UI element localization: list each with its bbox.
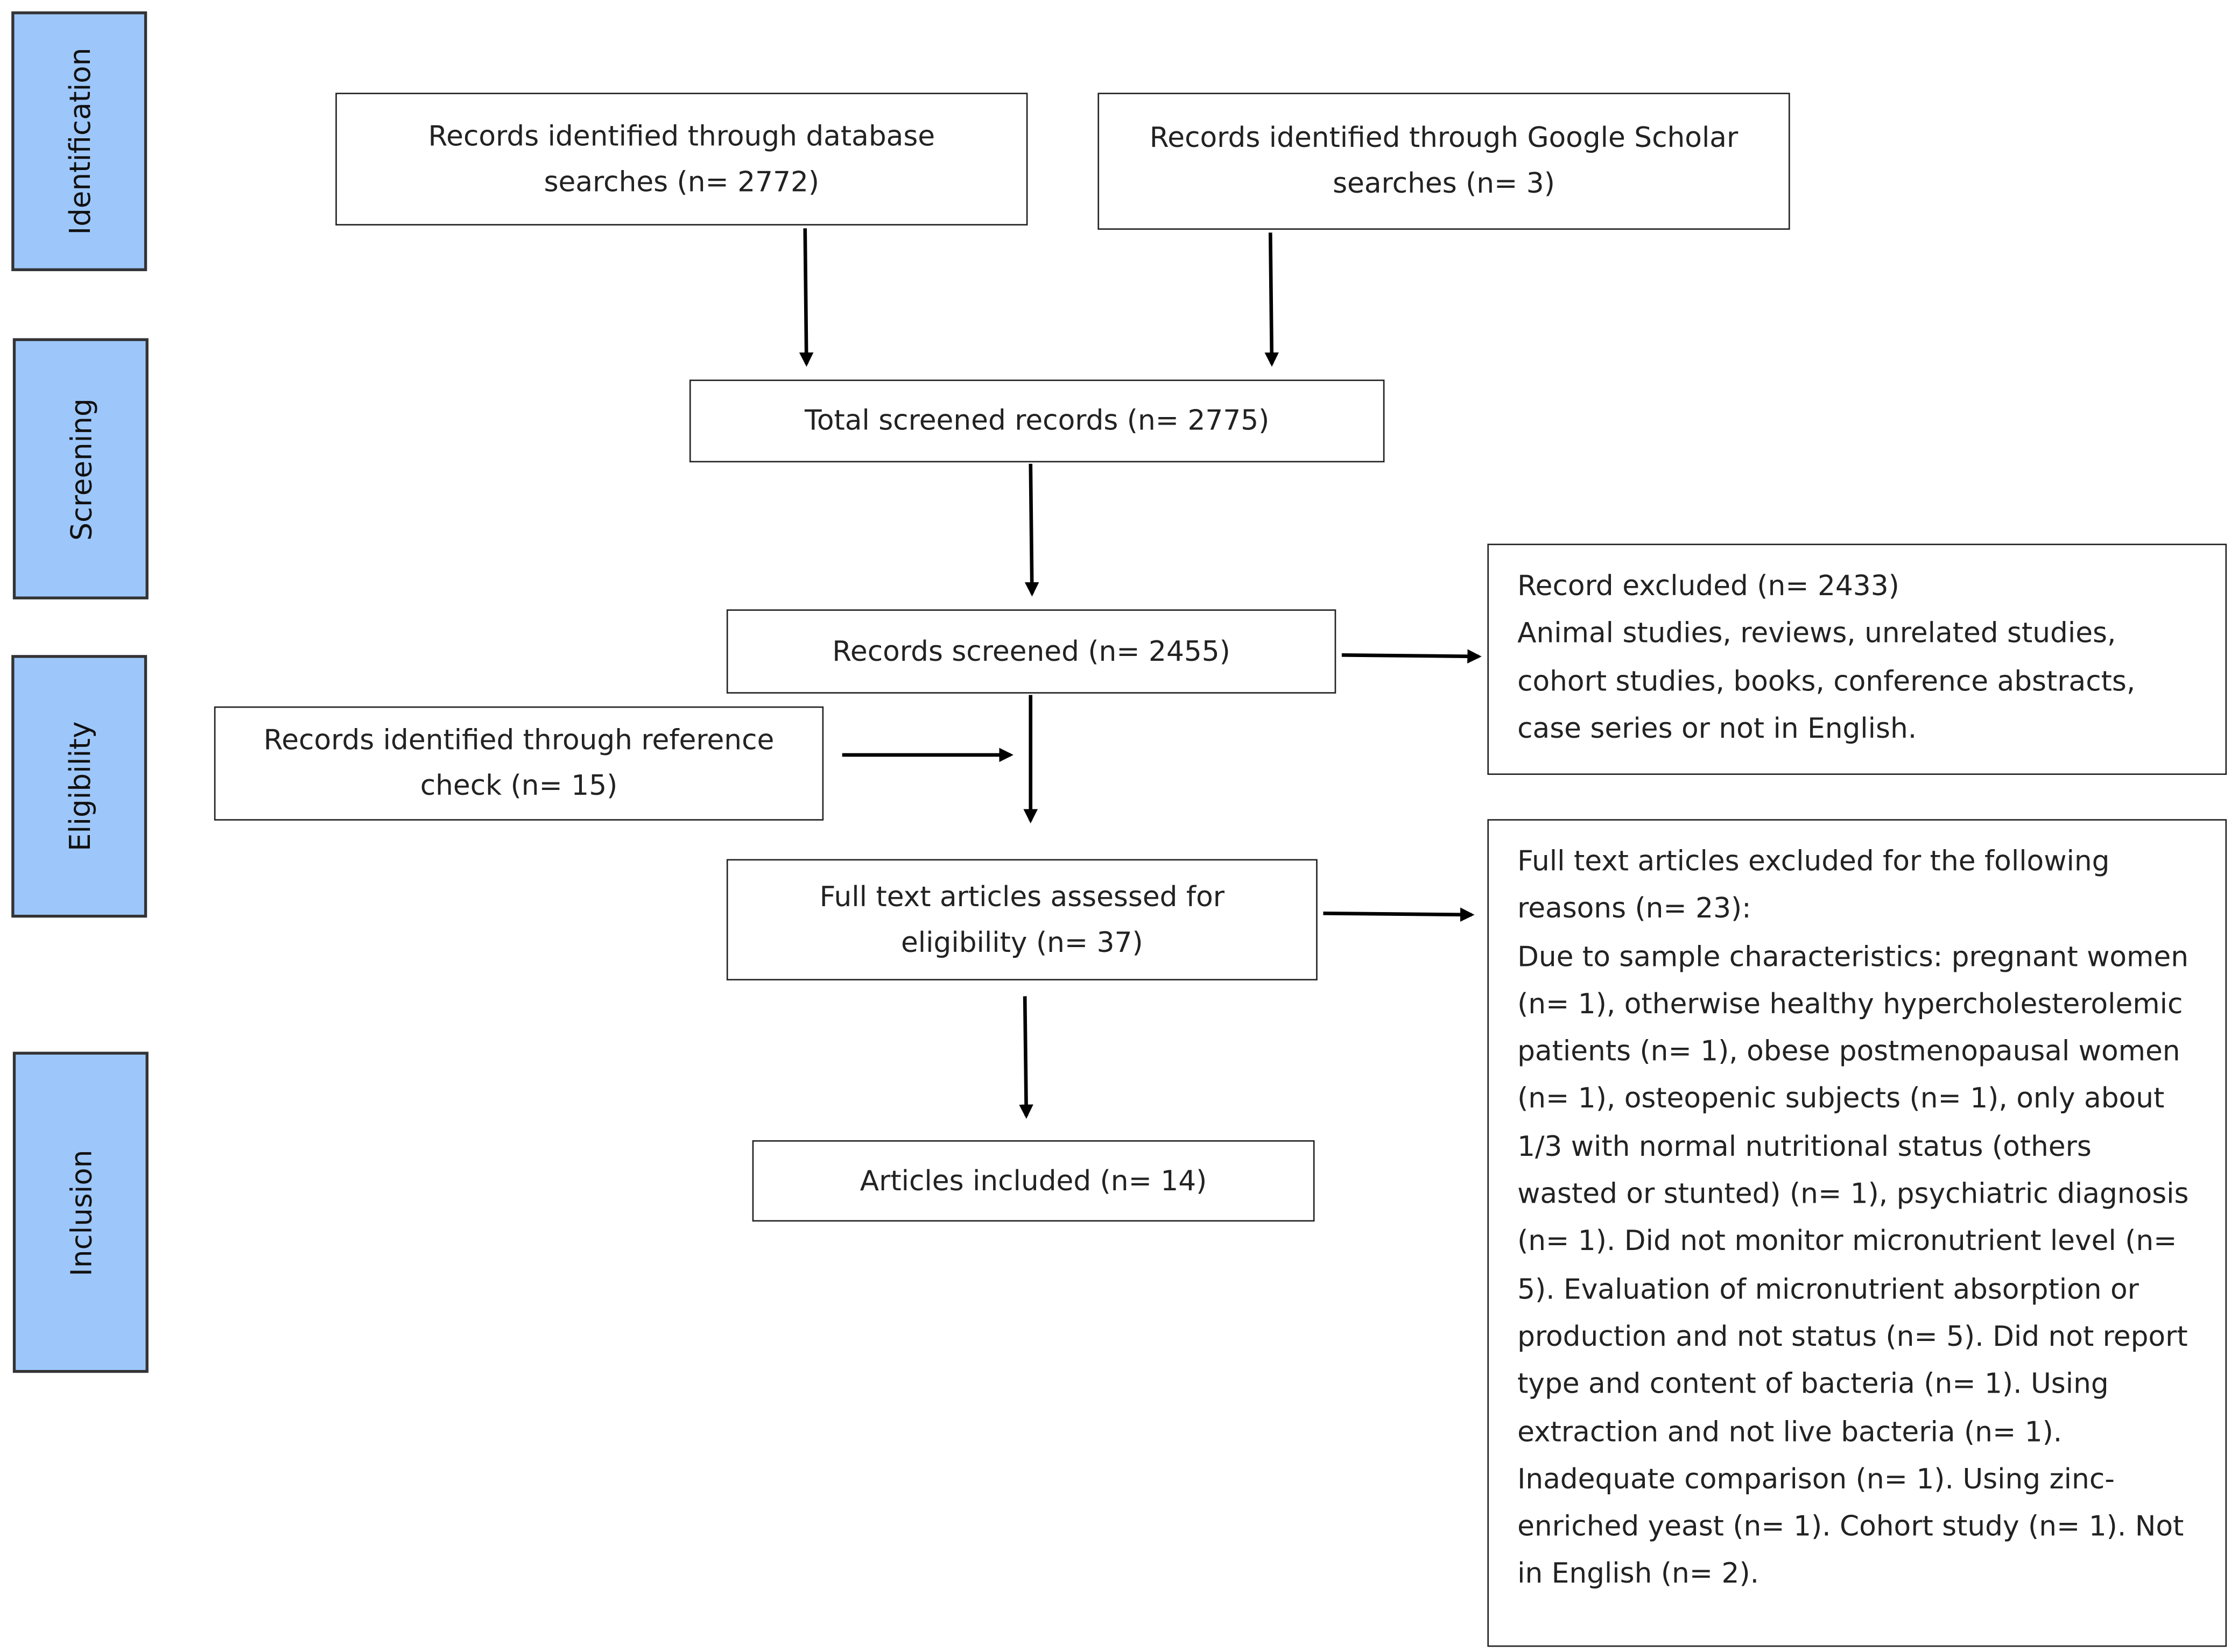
excluded-fulltext-detail: Due to sample characteristics: pregnant … bbox=[1517, 940, 2189, 1591]
fulltext-assessed-text: Full text articles assessed for eligibil… bbox=[819, 879, 1225, 958]
phase-identification: Identification bbox=[11, 11, 147, 271]
total-screened-box: Total screened records (n= 2775) bbox=[689, 379, 1385, 463]
excluded-fulltext-box: Full text articles excluded for the foll… bbox=[1487, 819, 2227, 1647]
excluded-fulltext-heading: Full text articles excluded for the foll… bbox=[1517, 844, 2110, 926]
scholar-records-box: Records identified through Google Schola… bbox=[1097, 93, 1790, 230]
arrow-fulltext-to-included bbox=[1019, 996, 1033, 1119]
phase-screening: Screening bbox=[12, 338, 149, 599]
database-records-text: Records identified through database sear… bbox=[428, 119, 935, 198]
arrow-scholar-to-total bbox=[1264, 232, 1279, 367]
database-records-box: Records identified through database sear… bbox=[335, 93, 1028, 226]
reference-check-text: Records identified through reference che… bbox=[263, 723, 775, 802]
arrow-screened-to-excluded bbox=[1341, 649, 1482, 663]
fulltext-assessed-box: Full text articles assessed for eligibil… bbox=[726, 859, 1318, 980]
excluded-records-detail: Animal studies, reviews, unrelated studi… bbox=[1517, 617, 2136, 745]
excluded-records-box: Record excluded (n= 2433) Animal studies… bbox=[1487, 543, 2227, 775]
arrow-total-to-screened bbox=[1024, 463, 1039, 597]
articles-included-box: Articles included (n= 14) bbox=[752, 1140, 1315, 1222]
reference-check-box: Records identified through reference che… bbox=[214, 706, 824, 821]
excluded-records-heading: Record excluded (n= 2433) bbox=[1517, 569, 1899, 603]
phase-inclusion: Inclusion bbox=[12, 1051, 149, 1373]
records-screened-box: Records screened (n= 2455) bbox=[726, 609, 1336, 694]
articles-included-text: Articles included (n= 14) bbox=[860, 1163, 1207, 1197]
scholar-records-text: Records identified through Google Schola… bbox=[1149, 121, 1739, 200]
phase-eligibility: Eligibility bbox=[11, 655, 147, 918]
total-screened-text: Total screened records (n= 2775) bbox=[805, 404, 1270, 437]
arrow-database-to-total bbox=[799, 228, 814, 367]
records-screened-text: Records screened (n= 2455) bbox=[832, 634, 1230, 667]
arrow-fulltext-to-excluded bbox=[1323, 907, 1475, 922]
